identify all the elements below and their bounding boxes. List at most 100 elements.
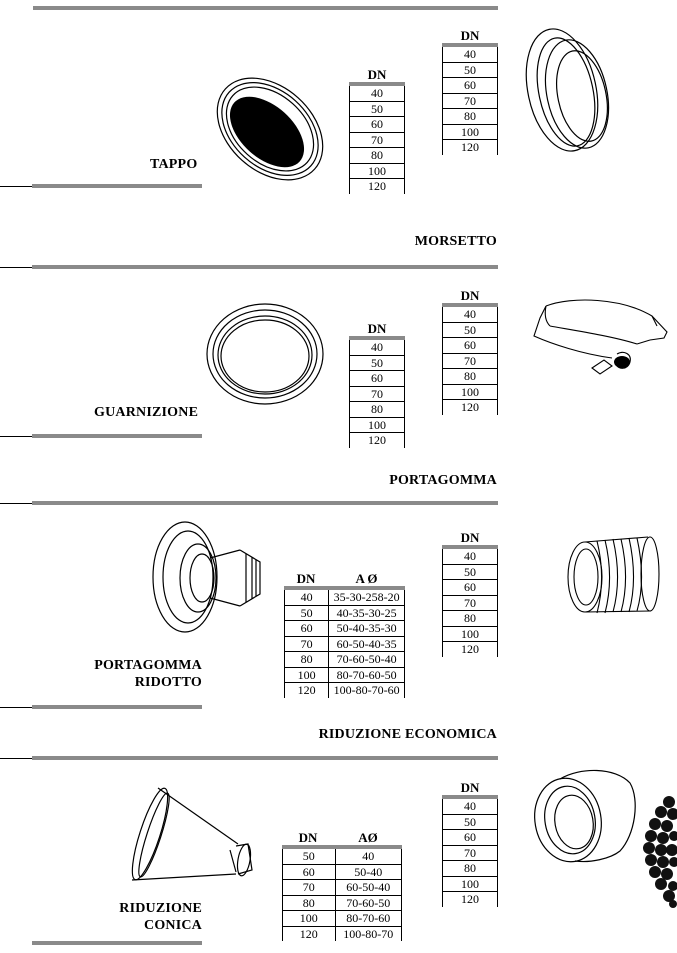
table-row: 60 — [350, 371, 404, 387]
portagomma-drawing — [567, 536, 660, 614]
morsetto-bar — [32, 265, 498, 269]
top-divider-bar — [33, 6, 498, 10]
riduzione-conica-title: RIDUZIONE CONICA — [119, 901, 202, 933]
table-row: 120 — [461, 642, 479, 656]
table-row: 40 — [350, 340, 404, 356]
table-row: 50 — [443, 63, 497, 78]
portagomma-ridotto-bar — [32, 705, 202, 709]
portagomma-ridotto-title: PORTAGOMMA RIDOTTO — [94, 658, 202, 690]
table-row: 40 — [443, 47, 497, 63]
portagomma-dn-table: DN 40 50 60 70 80 100 120 — [442, 531, 498, 657]
table-row: 50 — [350, 102, 404, 117]
riduzione-conica-drawing — [131, 787, 253, 881]
table-row: 80 — [443, 611, 497, 627]
guarnizione-title: GUARNIZIONE — [94, 405, 199, 420]
portagomma-bar — [32, 501, 498, 505]
riduzione-conica-dn-header: DN — [298, 830, 318, 845]
tappo-underline — [0, 186, 32, 187]
table-row: 80 — [443, 109, 497, 125]
morsetto-clamp-drawing — [533, 299, 668, 375]
table-row: 80 — [443, 369, 497, 385]
table-row: 70 — [443, 596, 497, 611]
morsetto-dn-table-2: DN 40 50 60 70 80 100 120 — [442, 289, 498, 415]
table-row: 70 — [443, 846, 497, 861]
table-row: 120 — [461, 892, 479, 906]
table-row: 100 — [443, 877, 497, 892]
table-row: 60 — [350, 117, 404, 133]
portagomma-dn-header: DN — [460, 530, 480, 545]
tappo-dn-table: DN 40 50 60 70 80 100 120 — [349, 68, 405, 194]
table-row: 70 — [350, 387, 404, 402]
morsetto-title: MORSETTO — [414, 234, 497, 249]
guarnizione-dn-header: DN — [367, 321, 387, 336]
table-row: 50 — [350, 356, 404, 371]
guarnizione-underline — [0, 436, 32, 437]
morsetto-dn-table: DN 40 50 60 70 80 100 120 — [442, 29, 498, 155]
table-row: 50 — [443, 565, 497, 580]
riduzione-economica-dn-table: DN 40 50 60 70 80 100 120 — [442, 781, 498, 907]
guarnizione-dn-table: DN 40 50 60 70 80 100 120 — [349, 322, 405, 448]
riduzione-economica-bar — [32, 756, 498, 760]
tappo-title: TAPPO — [150, 157, 198, 172]
morsetto-underline — [0, 267, 32, 268]
riduzione-conica-bar — [32, 941, 202, 945]
riduzione-economica-underline — [0, 758, 32, 759]
table-row: 40 — [443, 799, 497, 815]
guarnizione-bar — [32, 434, 202, 438]
tappo-dn-header: DN — [367, 67, 387, 82]
portagomma-ridotto-dn-header: DN — [296, 571, 316, 586]
table-row: 80 — [350, 148, 404, 164]
portagomma-ridotto-drawing — [152, 521, 261, 633]
table-row: 40 — [350, 86, 404, 102]
table-row: 40 — [443, 307, 497, 323]
table-row: 80 — [350, 402, 404, 418]
table-row: 60 — [443, 78, 497, 94]
morsetto-ring-drawing — [525, 28, 610, 152]
table-row: 120 — [461, 140, 479, 154]
table-row: 100 — [350, 418, 404, 433]
morsetto-dn-header: DN — [460, 28, 480, 43]
table-row: 50 — [443, 323, 497, 338]
guarnizione-drawing — [206, 303, 324, 405]
table-row: 70 — [443, 94, 497, 109]
table-row: 100 — [443, 385, 497, 400]
portagomma-title: PORTAGOMMA — [389, 473, 497, 488]
table-row: 50 — [443, 815, 497, 830]
table-row: 120 — [461, 400, 479, 414]
riduzione-economica-title: RIDUZIONE ECONOMICA — [318, 727, 497, 742]
table-row: 120 — [368, 179, 386, 193]
table-row: 70 — [443, 354, 497, 369]
table-row: 100 — [443, 125, 497, 140]
table-row: 120 — [368, 433, 386, 447]
table-row: 40 — [443, 549, 497, 565]
table-row: 60 — [443, 338, 497, 354]
tappo-bar — [32, 184, 202, 188]
table-row: 60 — [443, 580, 497, 596]
decorative-beads-image — [643, 796, 677, 908]
portagomma-ridotto-underline — [0, 707, 32, 708]
portagomma-underline — [0, 503, 32, 504]
table-row: 80 — [443, 861, 497, 877]
riduzione-conica-a-header: AØ — [358, 830, 378, 845]
riduzione-economica-dn-header: DN — [460, 780, 480, 795]
tappo-drawing — [216, 77, 324, 181]
table-row: 100 — [443, 627, 497, 642]
table-row: 60 — [443, 830, 497, 846]
riduzione-economica-drawing — [534, 769, 636, 863]
morsetto-dn-header-2: DN — [460, 288, 480, 303]
table-row: 70 — [350, 133, 404, 148]
